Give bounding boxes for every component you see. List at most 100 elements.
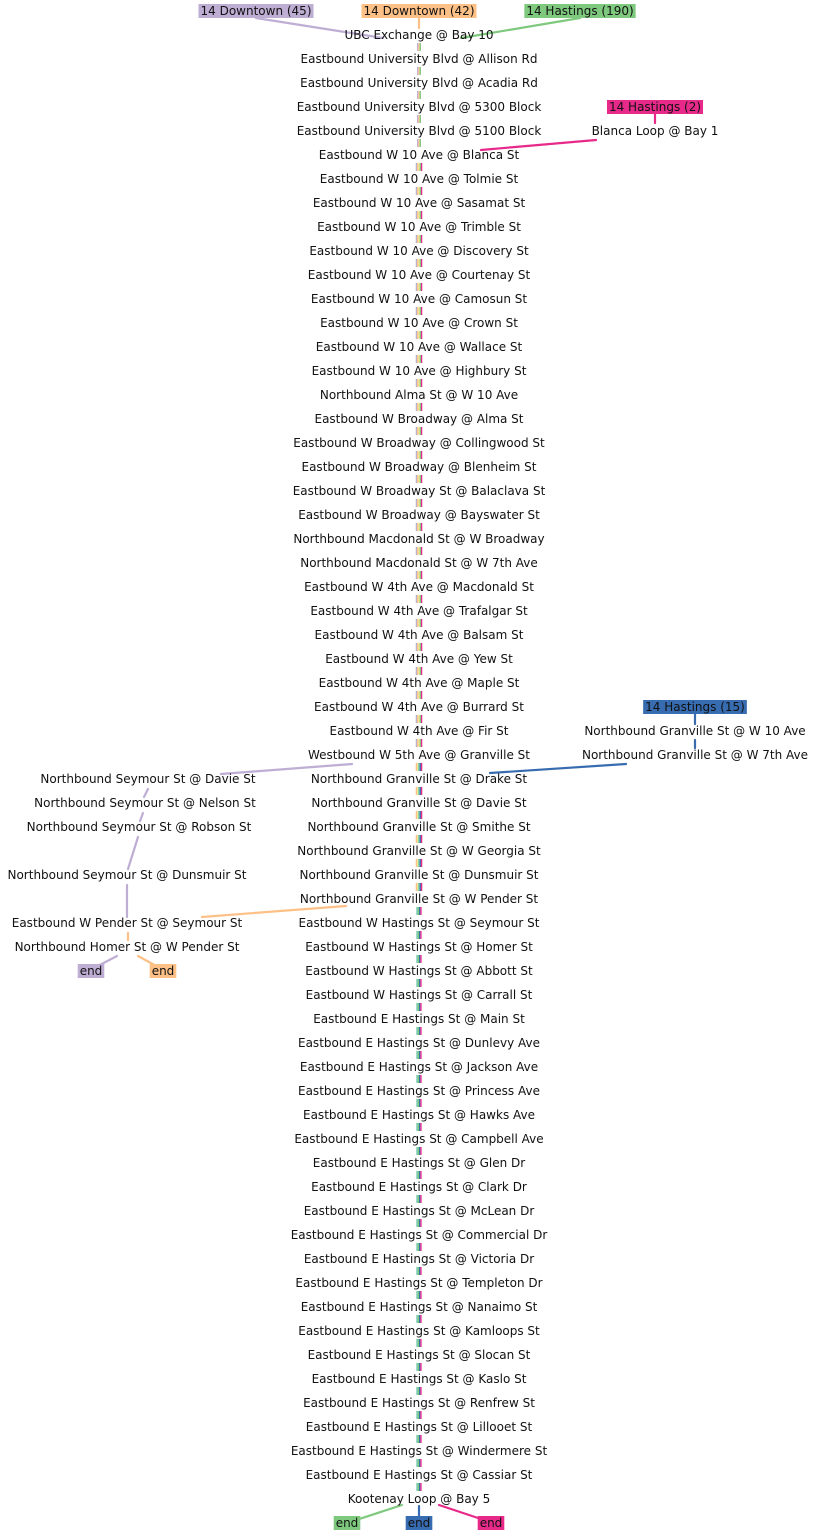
trunk-stripe	[419, 187, 421, 195]
trunk-stripe	[417, 1099, 419, 1107]
trunk-stripe	[415, 355, 418, 363]
trunk-stripe	[419, 1411, 421, 1419]
stop-label-seymour-nelson: Northbound Seymour St @ Nelson St	[34, 796, 256, 810]
route-tag-hastings-2-text: 14 Hastings (2)	[609, 100, 701, 114]
trunk-stripe	[416, 1483, 418, 1491]
route-tag-downtown-42	[361, 4, 477, 18]
trunk-stripe	[417, 1051, 419, 1059]
trunk-stripe	[419, 1147, 421, 1155]
trunk-stripe	[419, 67, 421, 75]
route-tag-hastings-2	[606, 100, 704, 114]
stop-label: Eastbound W 4th Ave @ Burrard St	[314, 700, 524, 714]
trunk-stripe	[417, 691, 419, 699]
trunk-stripe	[420, 595, 423, 603]
stop-label: UBC Exchange @ Bay 10	[344, 28, 493, 42]
trunk-stripe	[416, 1219, 418, 1227]
trunk-stripe	[417, 499, 419, 507]
trunk-stripe	[418, 187, 420, 195]
stop-label: Eastbound E Hastings St @ Campbell Ave	[294, 1132, 543, 1146]
trunk-stripe	[416, 1315, 418, 1323]
trunk-stripe	[415, 259, 418, 267]
end-tag-hastings-15-text: end	[408, 1516, 431, 1530]
stop-label: Northbound Macdonald St @ W Broadway	[293, 532, 544, 546]
trunk-stripe	[415, 715, 418, 723]
trunk-stripe	[416, 1459, 418, 1467]
trunk-stripe	[417, 931, 419, 939]
stop-label: Eastbound E Hastings St @ McLean Dr	[304, 1204, 535, 1218]
trunk-stripe	[416, 1291, 418, 1299]
trunk-stripe	[418, 403, 420, 411]
trunk-stripe	[415, 235, 418, 243]
trunk-stripe	[419, 355, 421, 363]
end-tag-hastings-2-text: end	[480, 1516, 503, 1530]
trunk-stripe	[420, 811, 423, 819]
stop-label: Eastbound W 4th Ave @ Trafalgar St	[310, 604, 528, 618]
trunk-stripe	[420, 307, 423, 315]
trunk-stripe	[415, 307, 418, 315]
trunk-stripe	[418, 139, 420, 147]
trunk-stripe	[418, 619, 420, 627]
trunk-stripe	[420, 523, 423, 531]
trunk-stripe	[415, 211, 418, 219]
trunk-stripe	[418, 307, 420, 315]
stop-label: Eastbound W 4th Ave @ Yew St	[325, 652, 513, 666]
trunk-stripe	[417, 571, 419, 579]
route-line-hastings-15-join	[488, 762, 628, 775]
trunk-stripe	[419, 1435, 421, 1443]
trunk-stripe	[419, 499, 421, 507]
route-tags: 14 Downtown (45)14 Downtown (42)14 Hasti…	[77, 4, 747, 1530]
stop-label: Eastbound E Hastings St @ Cassiar St	[306, 1468, 533, 1482]
stop-label: Eastbound W Hastings St @ Abbott St	[305, 964, 533, 978]
route-line-downtown-45-seg1	[142, 787, 150, 799]
stop-label: Eastbound E Hastings St @ Renfrew St	[303, 1396, 535, 1410]
trunk-stripe	[417, 427, 419, 435]
trunk-stripe	[415, 667, 418, 675]
trunk-stripe	[416, 1171, 418, 1179]
trunk-stripe	[417, 1363, 419, 1371]
trunk-stripe	[420, 211, 423, 219]
trunk-stripe	[416, 1123, 418, 1131]
trunk-stripe	[418, 331, 420, 339]
route-tag-hastings-190-text: 14 Hastings (190)	[526, 4, 633, 18]
route-line-hastings-190-start	[459, 16, 582, 40]
trunk-stripe	[419, 619, 421, 627]
trunk-stripe	[420, 643, 423, 651]
trunk-stripe	[416, 1075, 418, 1083]
trunk-stripe	[420, 1099, 422, 1107]
trunk-stripe	[419, 1003, 421, 1011]
trunk-stripe	[416, 1267, 418, 1275]
trunk-stripe	[415, 187, 418, 195]
trunk-stripe	[415, 739, 418, 747]
trunk-stripe	[419, 1051, 421, 1059]
stop-label: Eastbound W Hastings St @ Carrall St	[306, 988, 533, 1002]
trunk-stripe	[417, 163, 419, 171]
trunk-stripe	[415, 331, 418, 339]
trunk-stripe	[419, 667, 421, 675]
trunk-stripe	[417, 403, 419, 411]
trunk-stripe	[418, 211, 420, 219]
trunk-stripe	[417, 1291, 419, 1299]
trunk-stripe	[416, 1027, 418, 1035]
trunk-stripe	[418, 667, 420, 675]
route-line-downtown-42-branch	[200, 904, 348, 919]
trunk-stripe	[419, 691, 421, 699]
trunk-stripe	[419, 283, 421, 291]
stop-label: Eastbound E Hastings St @ Templeton Dr	[295, 1276, 542, 1290]
trunk-stripe	[418, 835, 420, 843]
trunk-stripe	[417, 187, 419, 195]
trunk-stripe	[420, 427, 423, 435]
trunk-stripe	[418, 523, 420, 531]
trunk-stripe	[419, 43, 421, 51]
trunk-stripe	[419, 91, 421, 99]
route-line-downtown-45-branch	[219, 762, 354, 776]
stop-label: Eastbound E Hastings St @ Commercial Dr	[291, 1228, 548, 1242]
stop-label: Eastbound W Broadway @ Alma St	[314, 412, 523, 426]
trunk-stripe	[416, 1147, 418, 1155]
trunk-stripe	[415, 427, 418, 435]
trunk-stripe	[420, 1003, 422, 1011]
end-tag-hastings-15	[405, 1516, 433, 1530]
stop-label: Eastbound W 4th Ave @ Balsam St	[315, 628, 524, 642]
trunk-stripe	[420, 259, 423, 267]
trunk-stripe	[418, 259, 420, 267]
stop-label: Northbound Granville St @ Dunsmuir St	[299, 868, 538, 882]
